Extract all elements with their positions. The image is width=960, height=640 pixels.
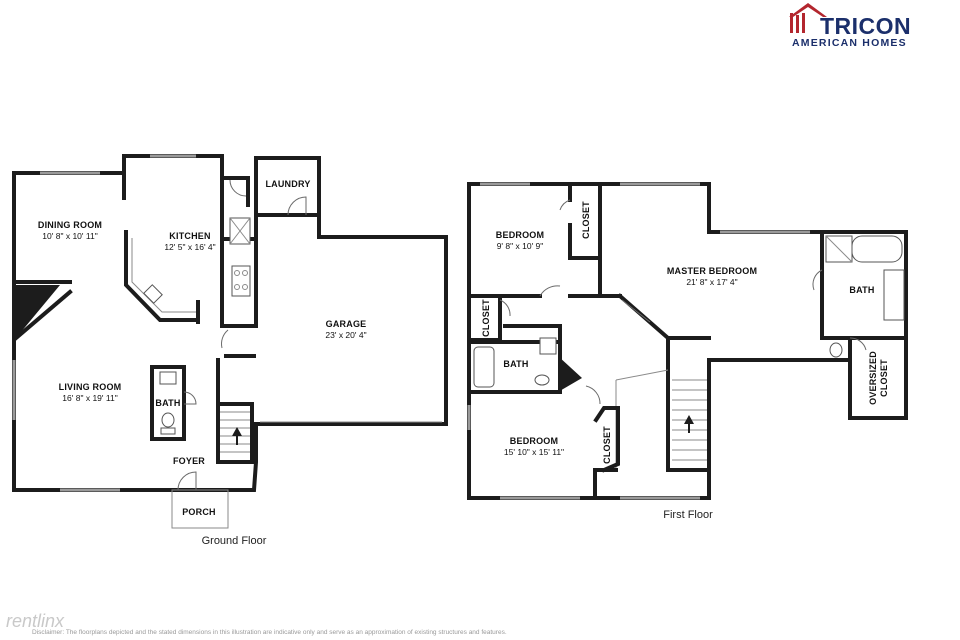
brand-logo: TRICON AMERICAN HOMES [789, 3, 911, 49]
room-label-oversized-line2: CLOSET [879, 359, 889, 397]
room-dim-garage: 23' x 20' 4" [325, 330, 366, 340]
room-label-foyer: FOYER [173, 456, 205, 466]
room-dim-dining: 10' 8" x 10' 11" [42, 231, 97, 241]
brand-name: TRICON [820, 13, 911, 39]
floor-caption-first: First Floor [663, 509, 713, 521]
room-label-laundry: LAUNDRY [265, 179, 310, 189]
room-dim-bedroom-2: 15' 10" x 15' 11" [504, 447, 564, 457]
room-dim-kitchen: 12' 5" x 16' 4" [164, 242, 215, 252]
room-dim-master: 21' 8" x 17' 4" [686, 277, 737, 287]
room-label-bedroom-2: BEDROOM [510, 436, 558, 446]
room-label-bath-master: BATH [849, 285, 874, 295]
room-label-closet-1: CLOSET [581, 201, 591, 239]
room-label-porch: PORCH [182, 507, 216, 517]
ground-floor-plan [12, 154, 448, 529]
first-floor-plan [467, 182, 908, 500]
room-label-closet-2: CLOSET [481, 299, 491, 337]
room-label-kitchen: KITCHEN [169, 231, 210, 241]
room-dim-bedroom-1: 9' 8" x 10' 9" [497, 241, 544, 251]
disclaimer-text: Disclaimer: The floorplans depicted and … [32, 629, 507, 636]
brand-tagline: AMERICAN HOMES [792, 37, 907, 49]
room-label-garage: GARAGE [326, 319, 367, 329]
room-label-bath-ground: BATH [155, 398, 180, 408]
floor-caption-ground: Ground Floor [202, 535, 267, 547]
room-label-oversized-line1: OVERSIZED [868, 351, 878, 405]
room-label-dining: DINING ROOM [38, 220, 102, 230]
rentlinx-watermark: rentlinx [6, 611, 65, 631]
room-label-bedroom-1: BEDROOM [496, 230, 544, 240]
room-dim-living: 16' 8" x 19' 11" [62, 393, 117, 403]
house-logo-icon [789, 3, 827, 33]
room-label-living: LIVING ROOM [59, 382, 122, 392]
room-label-bath-first: BATH [503, 359, 528, 369]
room-label-master: MASTER BEDROOM [667, 266, 757, 276]
room-label-closet-3: CLOSET [602, 426, 612, 464]
